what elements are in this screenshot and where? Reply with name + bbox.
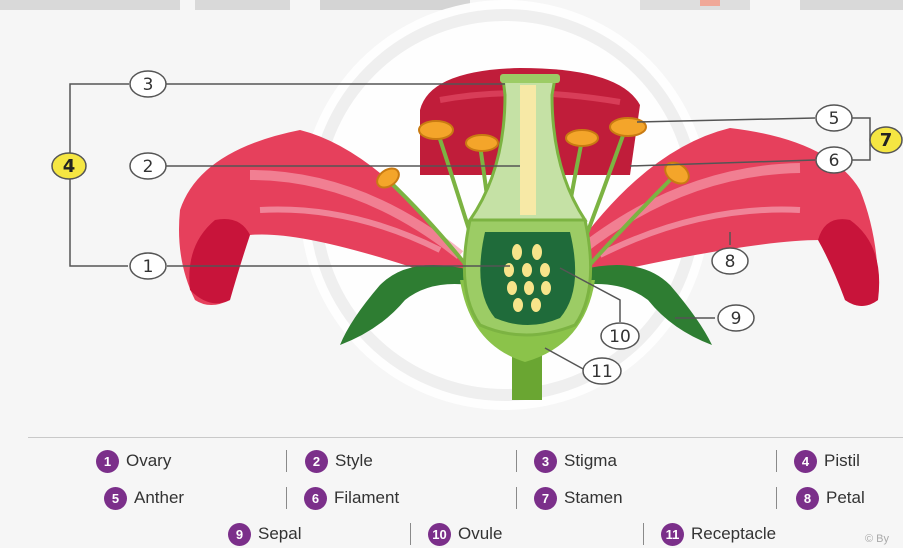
legend-item-stamen: 7 Stamen xyxy=(534,485,623,511)
callout-3: 3 xyxy=(130,71,166,97)
svg-text:8: 8 xyxy=(725,252,736,272)
legend-item-ovary: 1 Ovary xyxy=(96,448,171,474)
legend-item-sepal: 9 Sepal xyxy=(228,521,301,547)
svg-text:5: 5 xyxy=(829,109,840,129)
svg-text:9: 9 xyxy=(731,309,742,329)
legend-label: Ovary xyxy=(126,451,171,471)
callout-5: 5 xyxy=(816,105,852,131)
legend-item-filament: 6 Filament xyxy=(304,485,399,511)
legend-separator xyxy=(776,487,777,509)
legend-item-petal: 8 Petal xyxy=(796,485,865,511)
legend-badge: 9 xyxy=(228,523,251,546)
legend-label: Anther xyxy=(134,488,184,508)
legend-label: Petal xyxy=(826,488,865,508)
legend-badge: 3 xyxy=(534,450,557,473)
callout-4: 4 xyxy=(52,153,86,179)
legend-badge: 5 xyxy=(104,487,127,510)
callout-7: 7 xyxy=(870,127,902,153)
legend-label: Sepal xyxy=(258,524,301,544)
legend-separator xyxy=(516,450,517,472)
copyright-text: © By xyxy=(865,533,889,545)
legend-label: Stamen xyxy=(564,488,623,508)
legend-separator xyxy=(516,487,517,509)
legend-badge: 8 xyxy=(796,487,819,510)
legend-label: Receptacle xyxy=(691,524,776,544)
callout-9: 9 xyxy=(718,305,754,331)
callout-11: 11 xyxy=(583,358,621,384)
legend-label: Pistil xyxy=(824,451,860,471)
callout-10: 10 xyxy=(601,323,639,349)
legend-separator xyxy=(286,487,287,509)
callout-1: 1 xyxy=(130,253,166,279)
callout-2: 2 xyxy=(130,153,166,179)
legend-label: Filament xyxy=(334,488,399,508)
callout-8: 8 xyxy=(712,248,748,274)
legend-label: Style xyxy=(335,451,373,471)
legend-badge: 11 xyxy=(661,523,684,546)
legend-badge: 2 xyxy=(305,450,328,473)
legend-separator xyxy=(410,523,411,545)
legend-item-receptacle: 11 Receptacle xyxy=(661,521,776,547)
legend-badge: 7 xyxy=(534,487,557,510)
flower-diagram: 3 2 1 4 5 6 7 8 9 10 11 xyxy=(0,0,903,440)
legend-divider xyxy=(28,437,903,438)
legend-item-pistil: 4 Pistil xyxy=(794,448,860,474)
legend-badge: 1 xyxy=(96,450,119,473)
svg-text:2: 2 xyxy=(143,157,154,177)
legend-badge: 6 xyxy=(304,487,327,510)
svg-text:4: 4 xyxy=(63,156,76,177)
svg-text:7: 7 xyxy=(880,130,893,151)
legend-separator xyxy=(286,450,287,472)
legend-separator xyxy=(643,523,644,545)
callout-6: 6 xyxy=(816,147,852,173)
legend-item-ovule: 10 Ovule xyxy=(428,521,502,547)
legend-separator xyxy=(776,450,777,472)
legend-label: Stigma xyxy=(564,451,617,471)
legend-item-style: 2 Style xyxy=(305,448,373,474)
svg-text:1: 1 xyxy=(143,257,154,277)
legend-item-stigma: 3 Stigma xyxy=(534,448,617,474)
legend-label: Ovule xyxy=(458,524,502,544)
legend-badge: 10 xyxy=(428,523,451,546)
svg-text:11: 11 xyxy=(591,362,613,382)
legend-item-anther: 5 Anther xyxy=(104,485,184,511)
stigma xyxy=(500,74,560,83)
legend-badge: 4 xyxy=(794,450,817,473)
svg-text:10: 10 xyxy=(609,327,631,347)
svg-text:3: 3 xyxy=(143,75,154,95)
svg-text:6: 6 xyxy=(829,151,840,171)
